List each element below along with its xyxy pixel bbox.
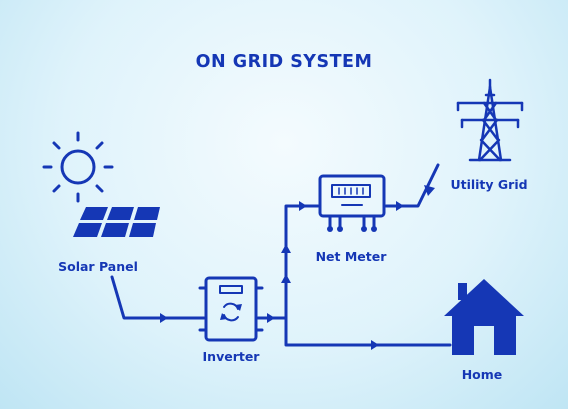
wire-inverter-to-net-meter	[281, 201, 320, 320]
sun-icon	[42, 131, 114, 203]
utility-grid-label: Utility Grid	[450, 177, 528, 192]
wire-inverter-to-home	[284, 316, 452, 350]
home-label: Home	[461, 367, 503, 382]
net-meter-label: Net Meter	[315, 249, 387, 264]
house-icon	[444, 279, 524, 355]
solar-panel-label: Solar Panel	[58, 259, 138, 274]
transmission-tower-icon	[456, 78, 524, 162]
inverter-icon	[198, 276, 264, 342]
solar-panel-icon	[73, 207, 160, 237]
inverter-label: Inverter	[202, 349, 260, 364]
meter-icon	[318, 174, 386, 232]
wire-net-meter-to-grid	[384, 163, 440, 211]
wire-solar-to-inverter	[110, 275, 288, 323]
diagram-title: ON GRID SYSTEM	[195, 52, 373, 72]
